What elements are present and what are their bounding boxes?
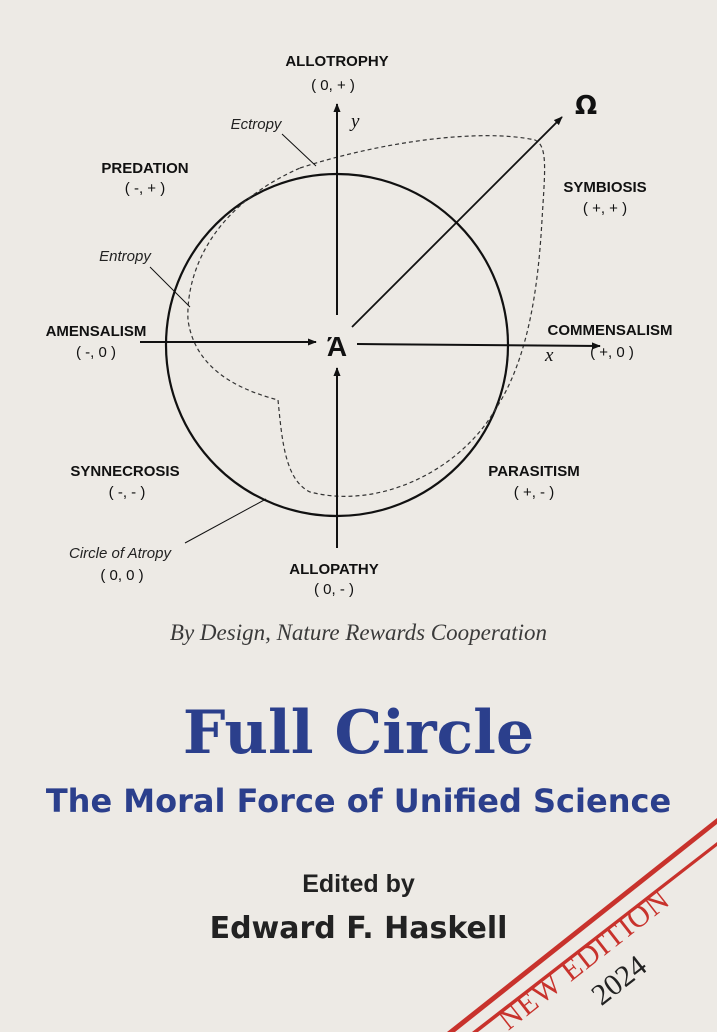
coord-allopathy: ( 0, - ) — [314, 581, 354, 598]
entropy-leader — [149, 266, 191, 308]
coord-amensalism: ( -, 0 ) — [76, 344, 116, 361]
center-symbol: Ά — [327, 331, 347, 362]
label-predation: PREDATION — [101, 160, 188, 177]
coord-parasitism: ( +, - ) — [514, 484, 554, 501]
omega-symbol: Ω — [575, 91, 597, 121]
label-allopathy: ALLOPATHY — [289, 561, 378, 578]
x-axis-arrow — [356, 342, 601, 350]
edited-by-label: Edited by — [302, 870, 415, 898]
atropy-leader — [184, 498, 267, 544]
author-name: Edward F. Haskell — [209, 911, 508, 946]
coord-synnecrosis: ( -, - ) — [109, 484, 146, 501]
sash-outer-line — [447, 818, 717, 1032]
annotation-entropy: Entropy — [99, 248, 152, 265]
sash-new-edition: NEW EDITION — [492, 883, 676, 1032]
interaction-diagram: Ά Ω y x ALLOTROPHY ( 0, + ) PREDATION ( … — [46, 53, 673, 598]
dashed-curve — [187, 135, 546, 497]
annotation-ectropy: Ectropy — [231, 116, 283, 133]
label-symbiosis: SYMBIOSIS — [563, 179, 646, 196]
annotation-circle-of-atropy: Circle of Atropy — [69, 545, 172, 562]
label-parasitism: PARASITISM — [488, 463, 579, 480]
x-axis-letter: x — [544, 345, 554, 366]
coord-allotrophy: ( 0, + ) — [311, 77, 355, 94]
annotation-circle-coord: ( 0, 0 ) — [100, 567, 143, 584]
coord-predation: ( -, + ) — [125, 180, 165, 197]
book-title: Full Circle — [182, 698, 535, 768]
omega-arrow — [351, 116, 563, 328]
tagline: By Design, Nature Rewards Cooperation — [169, 620, 548, 645]
coord-commensalism: ( +, 0 ) — [590, 344, 634, 361]
y-axis-letter: y — [349, 111, 360, 132]
ectropy-leader — [281, 133, 317, 167]
label-commensalism: COMMENSALISM — [548, 322, 673, 339]
label-amensalism: AMENSALISM — [46, 323, 147, 340]
label-allotrophy: ALLOTROPHY — [285, 53, 388, 70]
book-subtitle: The Moral Force of Unified Science — [45, 782, 672, 820]
sash-inner-line — [472, 842, 717, 1032]
coord-symbiosis: ( +, + ) — [583, 200, 627, 217]
label-synnecrosis: SYNNECROSIS — [70, 463, 179, 480]
